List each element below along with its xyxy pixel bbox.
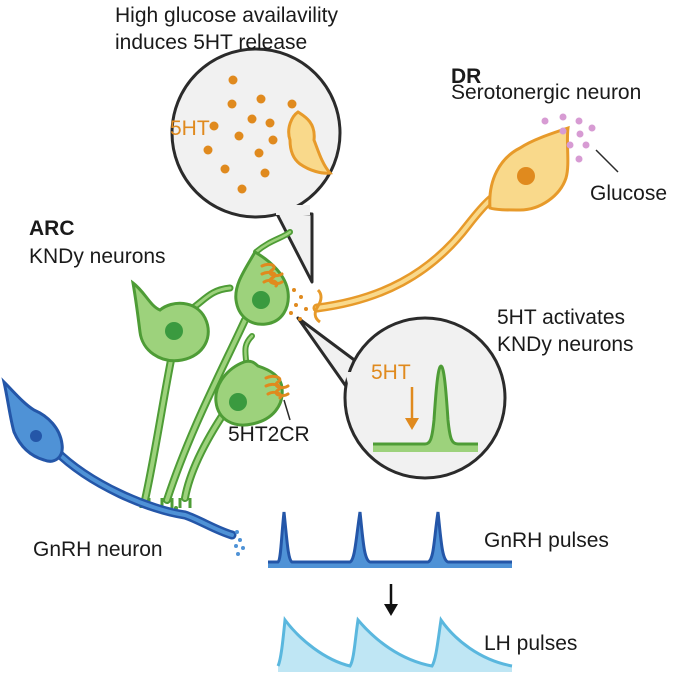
activation-trace <box>373 364 478 446</box>
kndy-neuron-bottom <box>178 333 291 508</box>
callout-top-line2: induces 5HT release <box>115 31 308 54</box>
serotonergic-nucleus <box>517 167 535 185</box>
arc-title: ARC <box>29 217 75 240</box>
glucose-dots <box>541 113 596 163</box>
receptor-icon-bottom <box>264 374 290 400</box>
glucose-leader-line <box>595 149 619 173</box>
receptor-label: 5HT2CR <box>228 423 310 446</box>
dr-title: DR <box>451 65 482 88</box>
serotonin-dots-inset <box>203 75 297 194</box>
gnrh-pulses-label: GnRH pulses <box>484 529 609 552</box>
released-serotonin-dots <box>289 288 308 321</box>
kndy-neuron-top <box>160 229 293 508</box>
stimulus-arrow-icon <box>405 418 419 430</box>
callout-top-bubble <box>170 47 342 284</box>
callout-right-line2: KNDy neurons <box>497 333 634 356</box>
receptor-icon-top <box>260 262 284 288</box>
lh-pulse-trace <box>276 616 513 672</box>
callout-right-line1: 5HT activates <box>497 306 625 329</box>
gnrh-neuron <box>1 377 237 540</box>
serotonergic-neuron <box>312 125 570 324</box>
receptor-leader-line <box>283 399 291 421</box>
callout-right-inset-label: 5HT <box>371 361 411 384</box>
gnrh-neuron-label: GnRH neuron <box>33 538 163 561</box>
kndy-neuron-left <box>130 279 234 508</box>
arc-subtitle: KNDy neurons <box>29 245 166 268</box>
gnrh-release-dots <box>234 530 245 556</box>
terminal-inset-shape <box>287 110 334 175</box>
gnrh-pulse-trace <box>268 511 512 568</box>
callout-top-line1: High glucose availavility <box>115 4 338 27</box>
glucose-label: Glucose <box>590 182 668 205</box>
dr-subtitle: Serotonergic neuron <box>451 81 642 104</box>
callout-top-inset-label: 5HT <box>170 117 210 140</box>
arrow-down-icon <box>384 604 398 616</box>
lh-pulses-label: LH pulses <box>484 632 578 655</box>
callout-right-bubble <box>296 316 507 480</box>
